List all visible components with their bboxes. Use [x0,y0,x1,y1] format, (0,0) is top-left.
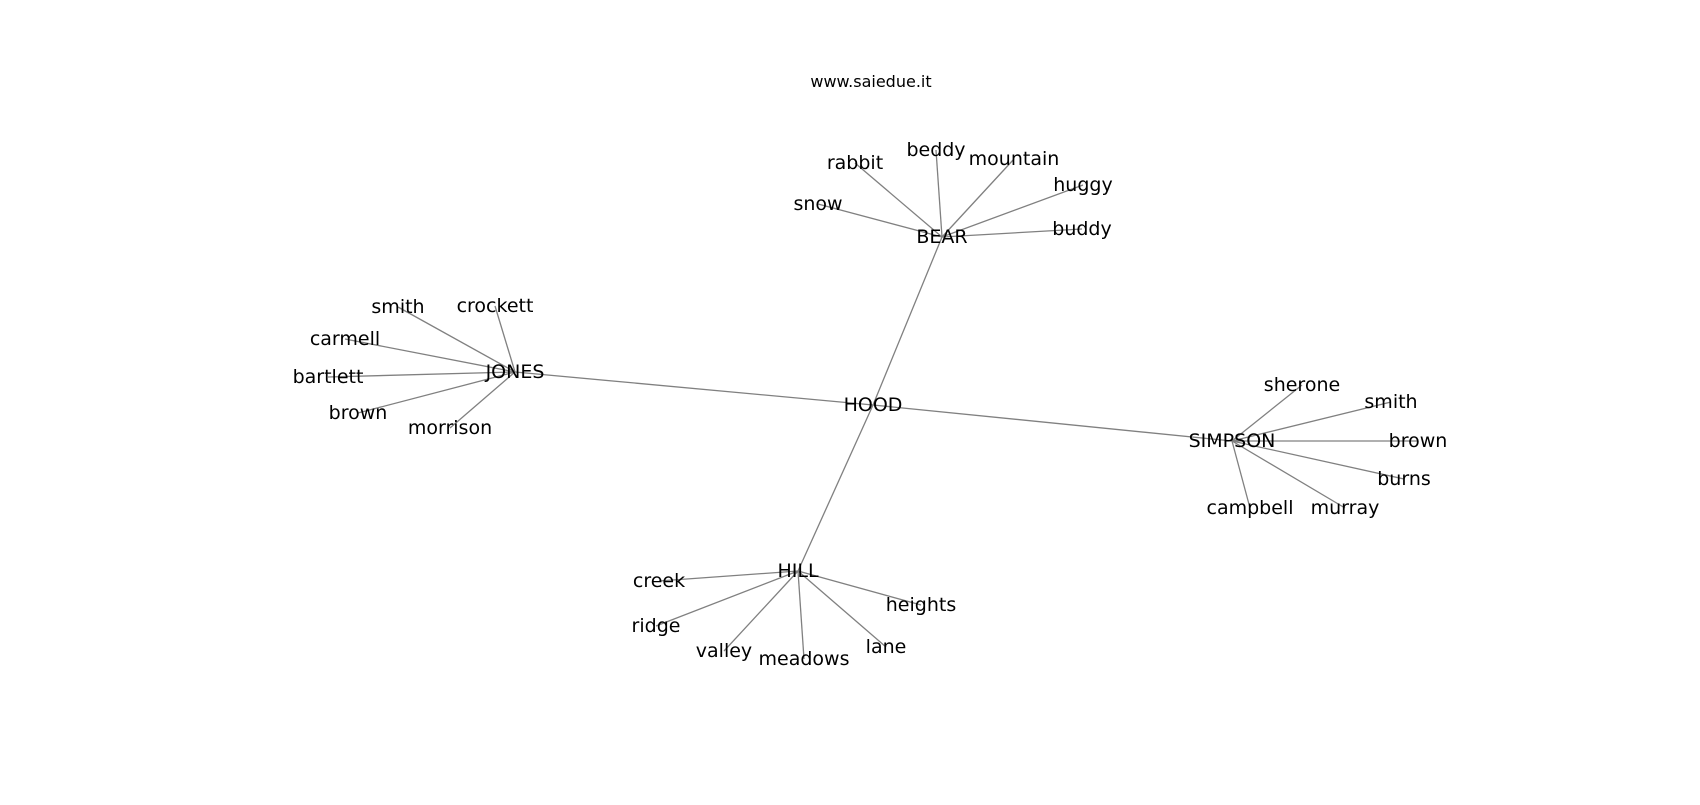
edge-hill-to-ridge [655,570,799,627]
edge-jones-to-bartlett [327,371,516,378]
node-leaf-bear-huggy: huggy [1053,174,1112,196]
edge-center-to-jones [514,371,874,406]
edge-hill-to-heights [797,570,922,606]
edge-bear-to-huggy [941,184,1084,238]
edge-center-to-bear [872,236,943,406]
node-leaf-hill-creek: creek [633,570,685,592]
edge-jones-to-crockett [494,305,516,373]
node-leaf-jones-carmell: carmell [310,328,380,350]
edge-bear-to-beddy [935,149,943,238]
node-leaf-simpson-smith: smith [1364,391,1417,413]
edge-simpson-to-sherone [1231,384,1303,442]
edge-simpson-to-murray [1231,440,1346,509]
edge-jones-to-brown [357,371,516,414]
node-leaf-bear-snow: snow [793,193,842,215]
edge-hill-to-creek [658,570,799,582]
edge-jones-to-smith [397,306,516,373]
edge-bear-to-buddy [941,228,1083,238]
node-leaf-simpson-sherone: sherone [1264,374,1340,396]
node-leaf-hill-heights: heights [886,594,956,616]
node-leaf-hill-meadows: meadows [759,648,850,670]
node-leaf-bear-mountain: mountain [969,148,1060,170]
edge-hill-to-valley [723,570,799,652]
node-leaf-simpson-burns: burns [1377,468,1431,490]
edge-simpson-to-burns [1231,440,1405,480]
node-hub-jones: JONES [485,361,545,383]
node-leaf-bear-buddy: buddy [1052,218,1111,240]
edge-simpson-to-smith [1231,401,1392,442]
edge-bear-to-rabbit [854,162,943,238]
edge-jones-to-morrison [449,371,516,429]
edge-hill-to-meadows [797,570,805,660]
edge-jones-to-carmell [344,338,516,373]
node-hub-simpson: SIMPSON [1189,430,1276,452]
node-leaf-bear-rabbit: rabbit [827,152,883,174]
edge-bear-to-mountain [941,158,1015,238]
node-leaf-simpson-campbell: campbell [1207,497,1294,519]
edge-hill-to-lane [797,570,887,648]
node-leaf-bear-beddy: beddy [906,139,965,161]
node-leaf-hill-ridge: ridge [632,615,681,637]
edge-center-to-simpson [872,404,1233,442]
node-leaf-simpson-brown: brown [1389,430,1448,452]
node-hub-bear: BEAR [916,226,967,248]
edges-layer [327,149,1418,660]
edge-center-to-hill [797,404,874,572]
node-leaf-jones-crockett: crockett [457,295,534,317]
node-leaf-hill-lane: lane [866,636,907,658]
node-leaf-jones-morrison: morrison [408,417,492,439]
node-leaf-simpson-murray: murray [1311,497,1380,519]
watermark-text: www.saiedue.it [810,72,932,91]
node-leaf-jones-brown: brown [329,402,388,424]
node-leaf-jones-bartlett: bartlett [293,366,364,388]
edge-simpson-to-campbell [1231,440,1251,509]
node-center: HOOD [844,394,903,416]
node-leaf-jones-smith: smith [371,296,424,318]
node-hub-hill: HILL [777,560,818,582]
edge-bear-to-snow [817,203,943,238]
node-leaf-hill-valley: valley [696,640,752,662]
